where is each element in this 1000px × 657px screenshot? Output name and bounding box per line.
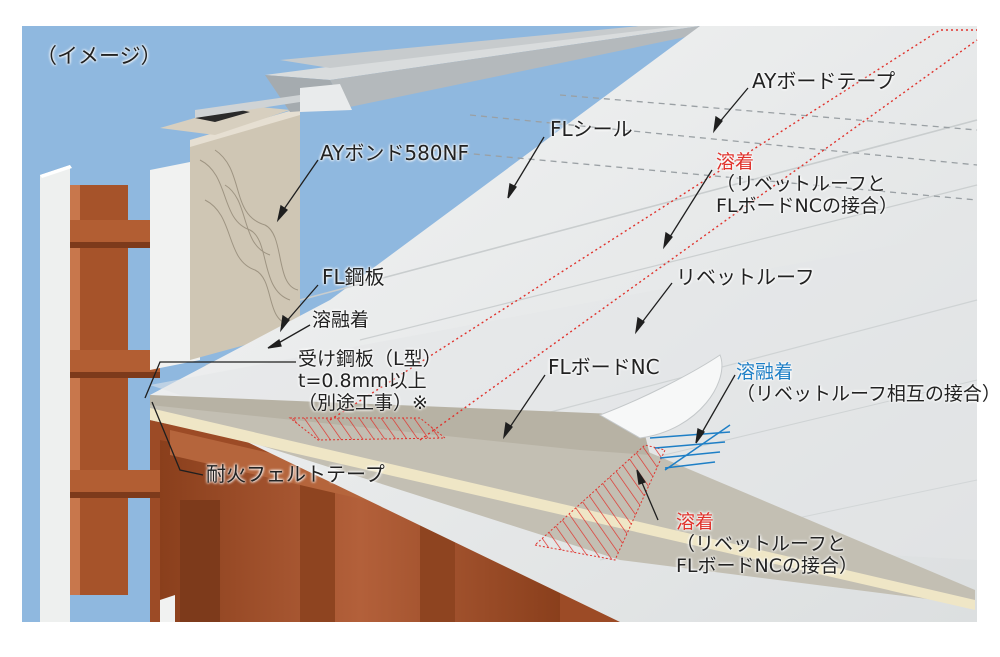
parapet-cap: [195, 26, 700, 118]
wall-panels: [40, 160, 200, 622]
callout-fusion-blue-line1: （リベットルーフ相互の接合）: [736, 382, 1000, 405]
callout-weld-bottom-line2: FLボードNCの接合）: [676, 554, 858, 577]
caption-image-note: （イメージ）: [36, 44, 162, 68]
callout-fusion-blue: 溶融着 （リベットルーフ相互の接合）: [736, 361, 1000, 406]
callout-weld-top-line2: FLボードNCの接合）: [716, 194, 898, 217]
weld-band: [288, 29, 978, 561]
callout-weld-top: 溶着 （リベットルーフと FLボードNCの接合）: [716, 151, 898, 218]
fusion-lines: [649, 424, 731, 471]
label-fusion-small: 溶融着: [312, 309, 370, 331]
callout-receiver-line3: （別途工事）※: [298, 391, 428, 414]
curled-sheet: [598, 354, 723, 439]
callout-weld-bottom: 溶着 （リベットルーフと FLボードNCの接合）: [676, 511, 858, 578]
callout-weld-bottom-title: 溶着: [676, 511, 715, 533]
label-ay-board-tape: AYボードテープ: [752, 69, 896, 93]
callout-weld-top-title: 溶着: [716, 151, 755, 173]
label-rivet-roof: リベットルーフ: [676, 265, 815, 289]
leader-lines: [144, 87, 749, 521]
callout-fusion-blue-title: 溶融着: [736, 361, 794, 383]
label-fl-steel: FL鋼板: [322, 265, 385, 289]
label-ay-bond: AYボンド580NF: [320, 141, 469, 165]
callout-receiver-line1: 受け鋼板（L型）: [298, 348, 442, 370]
label-fire-tape: 耐火フェルトテープ: [206, 462, 385, 486]
parapet-insulation: [160, 105, 300, 360]
callout-receiver-line2: t=0.8mm以上: [298, 369, 427, 392]
callout-weld-bottom-line1: （リベットルーフと: [676, 532, 846, 555]
label-fl-seal: FLシール: [550, 117, 633, 141]
callout-weld-top-line1: （リベットルーフと: [716, 172, 886, 195]
label-fl-board: FLボードNC: [548, 355, 660, 379]
callout-receiver-steel: 受け鋼板（L型） t=0.8mm以上 （別途工事）※: [298, 348, 442, 415]
